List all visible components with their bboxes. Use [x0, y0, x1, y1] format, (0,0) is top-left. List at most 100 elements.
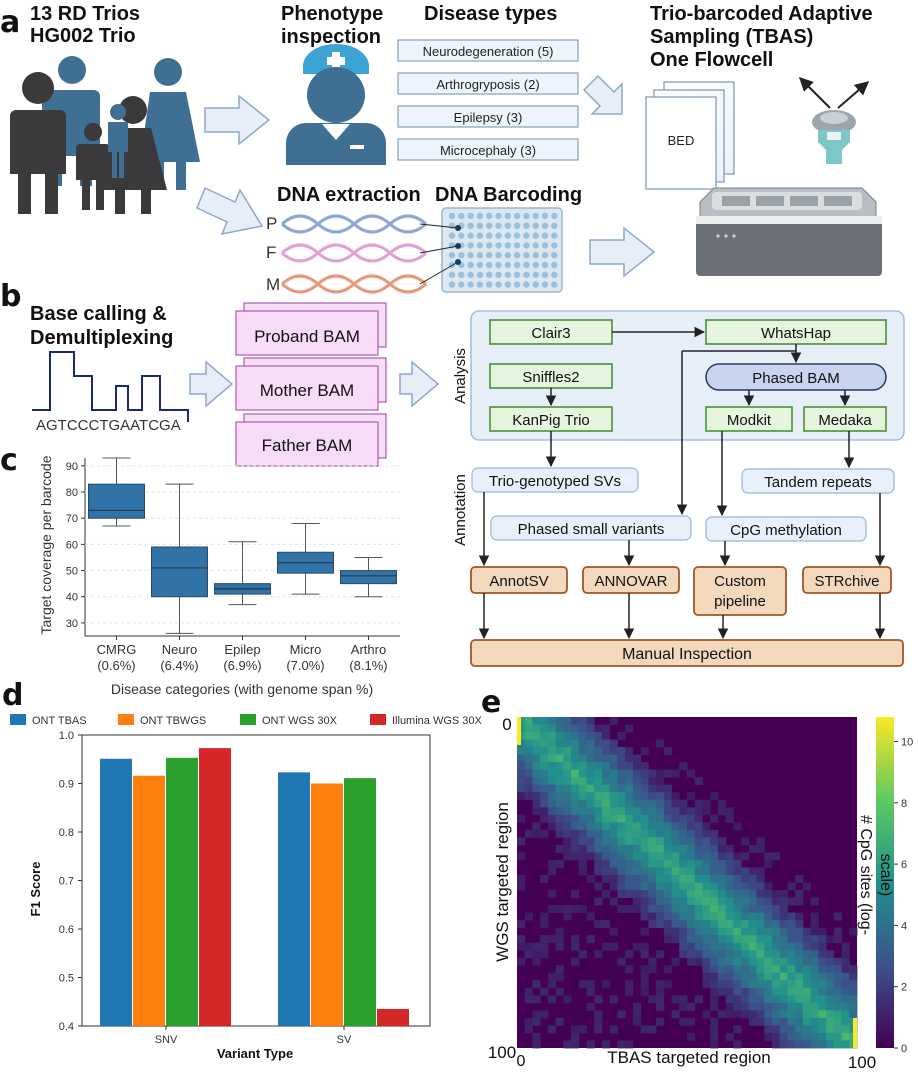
heatmap-cell [779, 920, 788, 929]
heatmap-cell [532, 807, 541, 816]
heatmap-cell [578, 950, 587, 959]
heatmap-cell [679, 935, 688, 944]
heatmap-cell [764, 942, 773, 951]
heatmap-cell [617, 747, 626, 756]
heatmap-cell [640, 882, 649, 891]
heatmap-cell [532, 829, 541, 838]
heatmap-cell [748, 972, 757, 981]
heatmap-cell [640, 837, 649, 846]
heatmap-cell [733, 987, 742, 996]
heatmap-cell [725, 897, 734, 906]
heatmap-cell [694, 882, 703, 891]
annotation-label: Annotation [452, 474, 469, 546]
heatmap-cell [841, 1010, 850, 1019]
heatmap-cell [849, 1002, 858, 1011]
plate-well [448, 232, 456, 239]
heatmap-cell [617, 859, 626, 868]
panel-c-xtick-label: Epilep [224, 642, 260, 657]
heatmap-cell [656, 882, 665, 891]
plate-well [495, 212, 502, 220]
heatmap-cell [632, 777, 642, 786]
heatmap-cell [772, 897, 781, 906]
box-body [340, 570, 397, 585]
heatmap-cell [748, 935, 757, 944]
plate-well [495, 261, 502, 269]
heatmap-cell [833, 1025, 842, 1034]
heatmap-cell [818, 942, 827, 951]
heatmap-cell [540, 777, 549, 786]
heatmap-cell [663, 867, 672, 876]
heatmap-cell [532, 732, 541, 740]
heatmap-cell [841, 1040, 850, 1049]
heatmap-cell [772, 1010, 781, 1019]
heatmap-cell [717, 935, 727, 944]
plate-well [495, 252, 502, 259]
heatmap-cell [586, 912, 595, 921]
bar-ont-wgs-30x [344, 778, 376, 1026]
heatmap-cell [764, 1032, 773, 1041]
heatmap-cell [648, 807, 657, 816]
heatmap-cell [810, 972, 819, 981]
heatmap-cell [625, 799, 634, 808]
heatmap-cell [625, 905, 634, 913]
heatmap-cell [787, 980, 796, 989]
heatmap-cell [687, 920, 696, 929]
heatmap-cell [656, 739, 665, 748]
heatmap-cell [609, 995, 618, 1004]
plate-well [504, 222, 511, 229]
heatmap-cell [687, 1017, 696, 1026]
heatmap-cell [586, 792, 595, 801]
plate-well [551, 232, 558, 239]
plate-well [532, 222, 539, 229]
bar-ont-tbwgs [133, 775, 165, 1026]
heatmap-cell [679, 859, 688, 868]
heatmap-cell [602, 762, 611, 771]
heatmap-cell [617, 867, 626, 876]
heatmap-cell [849, 995, 858, 1004]
heatmap-cell [656, 807, 665, 816]
heatmap-cell [833, 980, 842, 989]
heatmap-cell [571, 1025, 580, 1034]
heatmap-cell [787, 912, 796, 921]
heatmap-cell [702, 882, 711, 891]
panel-e-xlabel: TBAS targeted region [607, 1048, 770, 1067]
heatmap-cell [833, 935, 842, 944]
heatmap-cell [547, 732, 557, 740]
heatmap-cell [602, 747, 611, 756]
heatmap-cell [571, 957, 580, 966]
heatmap-cell [617, 784, 626, 793]
heatmap-cell [547, 1025, 557, 1034]
heatmap-cell [671, 822, 680, 831]
heatmap-cell [632, 859, 642, 868]
heatmap-cell [810, 920, 819, 929]
heatmap-cell [810, 942, 819, 951]
heatmap-cell [764, 905, 773, 913]
heatmap-cell [663, 799, 672, 808]
heatmap-cell [802, 942, 812, 951]
heatmap-cell [710, 905, 719, 913]
heatmap-cell [741, 987, 750, 996]
heatmap-cell [741, 927, 750, 936]
heatmap-cell [586, 837, 595, 846]
heatmap-cell [779, 1002, 788, 1011]
heatmap-cell [725, 950, 734, 959]
heatmap-cell [725, 1002, 734, 1011]
panel-d-ytick-label: 0.5 [59, 973, 74, 985]
colorbar-tick-label: 2 [901, 982, 907, 994]
heatmap-cell [563, 739, 572, 748]
heatmap-cell [756, 935, 765, 944]
heatmap-cell [640, 987, 649, 996]
heatmap-cell [663, 852, 672, 861]
heatmap-cell [524, 942, 533, 951]
colorbar-tick-label: 4 [901, 920, 907, 932]
heatmap-cell [578, 799, 587, 808]
heatmap-cell [818, 1040, 827, 1049]
heatmap-cell [748, 890, 757, 898]
heatmap-cell [563, 807, 572, 816]
heatmap-cell [679, 942, 688, 951]
heatmap-cell [517, 777, 526, 786]
heatmap-cell [741, 980, 750, 989]
plate-well [476, 242, 484, 249]
heatmap-cell [594, 784, 603, 793]
